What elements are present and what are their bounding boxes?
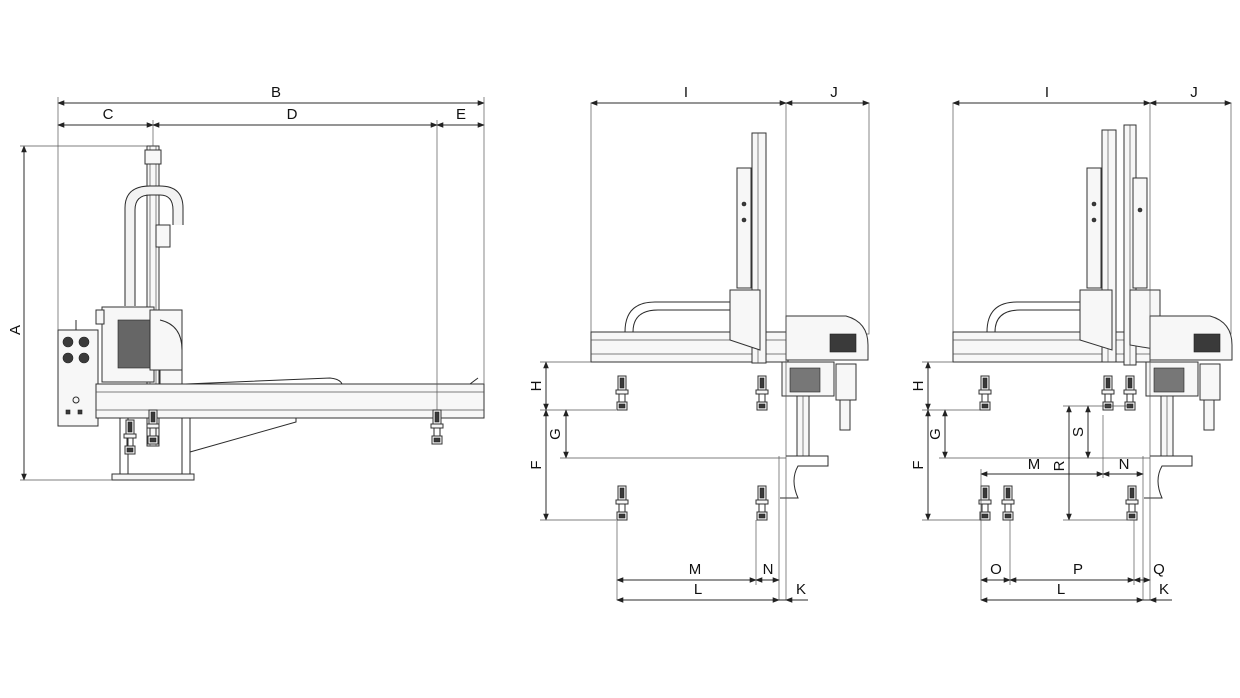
- label-F: F: [528, 460, 545, 469]
- label-B: B: [271, 84, 281, 101]
- dimension-J-2: J: [1149, 84, 1232, 106]
- label-I-2: I: [1045, 84, 1049, 101]
- label-K-2: K: [1159, 581, 1169, 598]
- label-F-2: F: [910, 460, 927, 469]
- dimension-F: F: [528, 409, 616, 521]
- dimension-G-2: G: [927, 409, 1150, 459]
- label-L-2: L: [1057, 581, 1065, 598]
- label-J: J: [830, 84, 838, 101]
- dimension-B: B: [57, 84, 485, 384]
- dimension-K-2: K: [1143, 581, 1172, 603]
- dimension-P: P: [1009, 520, 1135, 585]
- label-R: R: [1051, 460, 1068, 471]
- label-Q: Q: [1153, 561, 1165, 578]
- label-K: K: [796, 581, 806, 598]
- side-view: B C D E A: [7, 84, 485, 481]
- dimension-H: H: [528, 361, 616, 411]
- label-S: S: [1070, 427, 1087, 437]
- dimension-N-2: N: [1102, 456, 1144, 477]
- label-G-2: G: [927, 428, 944, 440]
- label-P: P: [1073, 561, 1083, 578]
- label-M: M: [689, 561, 702, 578]
- label-H-2: H: [910, 381, 927, 392]
- label-A: A: [7, 325, 24, 335]
- label-M-2: M: [1028, 456, 1041, 473]
- dimension-C: C: [57, 106, 154, 146]
- front-single-machine-body: [590, 102, 870, 600]
- front-view-double: I J H G F M N: [910, 84, 1233, 603]
- label-D: D: [287, 106, 298, 123]
- dimension-M: M: [616, 520, 757, 600]
- dimension-I: I: [590, 84, 787, 106]
- dimension-R: R: [1051, 405, 1130, 521]
- dimension-N: N: [755, 561, 780, 583]
- label-G: G: [547, 428, 564, 440]
- label-H: H: [528, 381, 545, 392]
- dimension-D: D: [152, 106, 438, 410]
- label-I: I: [684, 84, 688, 101]
- side-machine-body: [57, 145, 485, 481]
- label-J-2: J: [1190, 84, 1198, 101]
- dimension-J: J: [785, 84, 870, 106]
- front-view-single: I J H G F M: [528, 84, 870, 603]
- label-N: N: [763, 561, 774, 578]
- dimension-L-2: L: [980, 581, 1144, 603]
- label-L: L: [694, 581, 702, 598]
- front-double-machine-body: [952, 102, 1233, 600]
- dimension-O: O: [980, 520, 1011, 585]
- label-C: C: [103, 106, 114, 123]
- dimension-I-2: I: [952, 84, 1151, 106]
- dimension-G: G: [547, 409, 786, 459]
- label-N-2: N: [1119, 456, 1130, 473]
- dimension-Q: Q: [1133, 561, 1165, 583]
- dimension-K: K: [779, 581, 808, 603]
- dimension-L: L: [616, 581, 780, 603]
- dimension-S: S: [1070, 405, 1091, 459]
- dimension-M-2: M: [980, 415, 1104, 600]
- dimension-H-2: H: [910, 361, 980, 411]
- dimension-E: E: [436, 106, 485, 128]
- dimension-F-2: F: [910, 409, 980, 521]
- label-E: E: [456, 106, 466, 123]
- label-O: O: [990, 561, 1002, 578]
- dimension-A: A: [7, 145, 147, 481]
